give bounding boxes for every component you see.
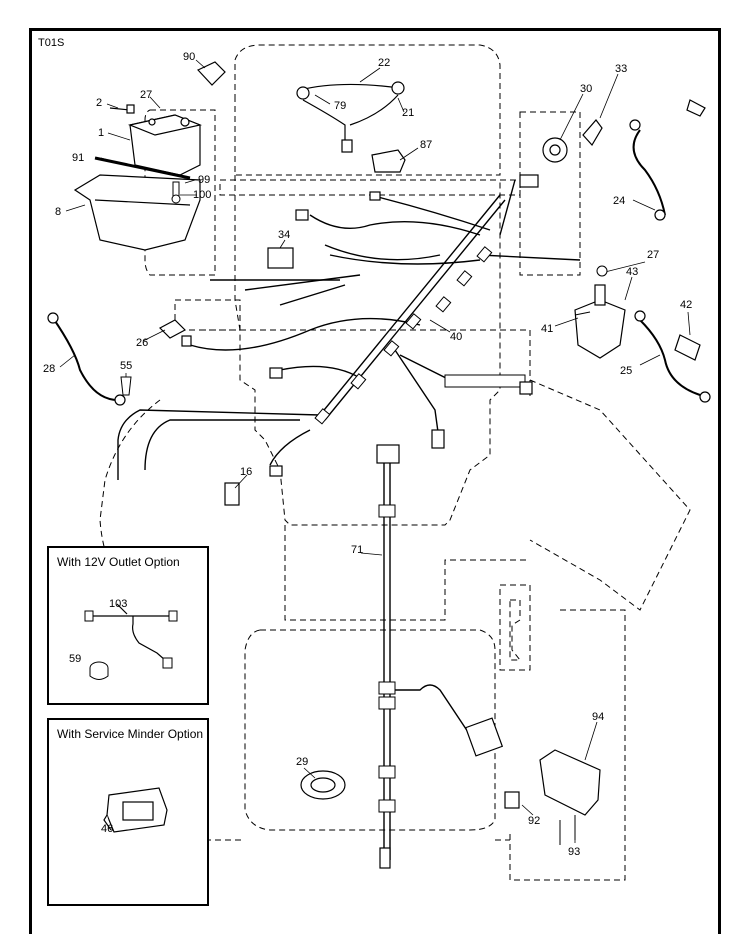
label-30: 30 bbox=[580, 83, 592, 95]
label-100: 100 bbox=[193, 189, 211, 201]
label-22: 22 bbox=[378, 57, 390, 69]
label-55: 55 bbox=[120, 360, 132, 372]
label-2: 2 bbox=[96, 97, 102, 109]
label-92: 92 bbox=[528, 815, 540, 827]
label-99: 99 bbox=[198, 174, 210, 186]
label-94: 94 bbox=[592, 711, 604, 723]
label-87: 87 bbox=[420, 139, 432, 151]
option-12v-drawing bbox=[84, 603, 178, 680]
option-service-title: With Service Minder Option bbox=[57, 727, 204, 741]
label-41: 41 bbox=[541, 323, 553, 335]
label-59: 59 bbox=[69, 653, 82, 665]
option-service-minder-box: With Service Minder Option 46 bbox=[47, 718, 209, 906]
label-25: 25 bbox=[620, 365, 632, 377]
option-12v-outlet-box: With 12V Outlet Option 103 59 bbox=[47, 546, 209, 705]
label-27-starter: 27 bbox=[647, 249, 659, 261]
label-1: 1 bbox=[98, 127, 104, 139]
label-93: 93 bbox=[568, 846, 580, 858]
label-27-battery: 27 bbox=[140, 89, 152, 101]
label-79: 79 bbox=[334, 100, 346, 112]
leader-lines bbox=[59, 59, 691, 843]
option-12v-title: With 12V Outlet Option bbox=[57, 555, 180, 569]
tractor-outline bbox=[99, 44, 691, 881]
label-21: 21 bbox=[402, 107, 414, 119]
label-71: 71 bbox=[351, 544, 363, 556]
label-103: 103 bbox=[109, 598, 128, 610]
label-16: 16 bbox=[240, 466, 252, 478]
label-46: 46 bbox=[101, 823, 114, 835]
label-42: 42 bbox=[680, 299, 692, 311]
label-28: 28 bbox=[43, 363, 55, 375]
page-code: T01S bbox=[38, 37, 64, 49]
hardware bbox=[120, 181, 608, 845]
option-service-drawing bbox=[103, 787, 168, 833]
harness-clips bbox=[314, 246, 526, 813]
label-8: 8 bbox=[55, 206, 61, 218]
label-40: 40 bbox=[450, 331, 462, 343]
label-33: 33 bbox=[615, 63, 627, 75]
label-43: 43 bbox=[626, 266, 638, 278]
cable-terminals bbox=[47, 99, 711, 406]
label-90: 90 bbox=[183, 51, 195, 63]
battery-cables bbox=[52, 129, 701, 401]
label-91: 91 bbox=[72, 152, 84, 164]
label-34: 34 bbox=[278, 229, 290, 241]
label-26: 26 bbox=[136, 337, 148, 349]
part-labels: 2 27 1 91 99 100 8 90 22 79 21 87 30 33 … bbox=[43, 51, 692, 858]
label-24: 24 bbox=[613, 195, 625, 207]
label-29: 29 bbox=[296, 756, 308, 768]
components bbox=[73, 61, 701, 869]
